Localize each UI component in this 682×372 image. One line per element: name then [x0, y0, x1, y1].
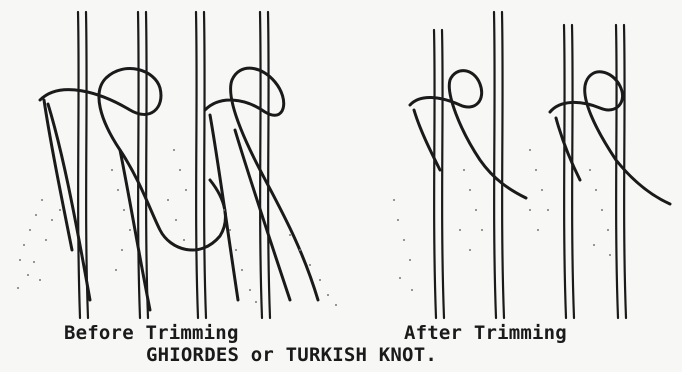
before-trimming-panel [17, 12, 337, 318]
knot-trimmed-left [410, 71, 526, 198]
knot-trimmed-right [550, 72, 670, 204]
warp-threads-right [434, 12, 626, 318]
before-trimming-label: Before Trimming [64, 322, 239, 344]
after-trimming-label: After Trimming [404, 322, 567, 344]
warp-threads-left [78, 12, 270, 318]
after-trimming-panel [393, 12, 670, 318]
figure-title: GHIORDES or TURKISH KNOT. [146, 344, 437, 366]
